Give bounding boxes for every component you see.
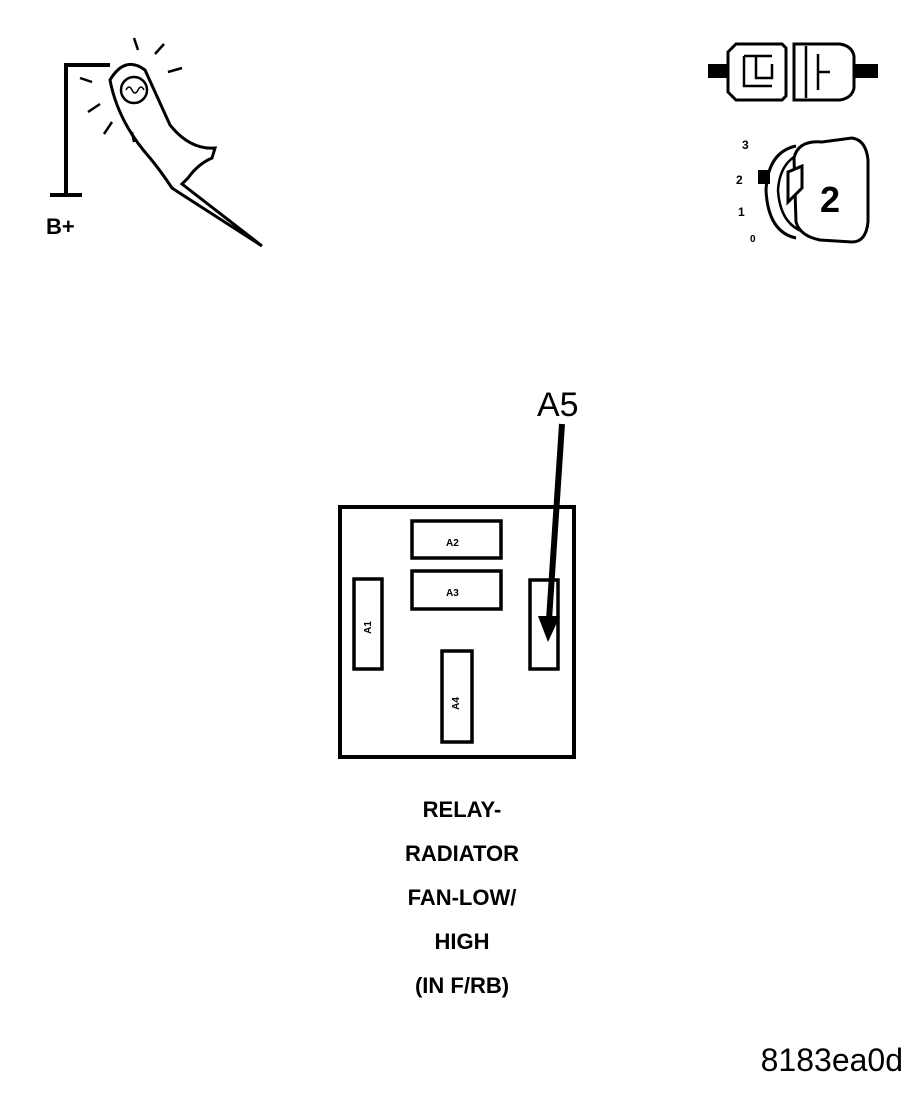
caption-line: (IN F/RB): [414, 973, 510, 998]
cavity-a2: [410, 519, 503, 560]
cavity-a1-label: A1: [362, 621, 374, 634]
ignition-position-0: 0: [750, 234, 756, 245]
ignition-position-2: 2: [736, 173, 743, 187]
cavity-a4: [440, 649, 474, 744]
ignition-selected-position: 2: [820, 179, 841, 220]
b-plus-label: B+: [46, 214, 75, 239]
a5-callout-label: A5: [537, 386, 579, 424]
connector-icon: [708, 42, 878, 102]
ignition-key-icon: [758, 136, 870, 244]
cavity-a2-label: A2: [446, 538, 459, 549]
ignition-position-1: 1: [738, 205, 745, 219]
ignition-position-3: 3: [742, 138, 749, 152]
cavity-a3-label: A3: [446, 588, 459, 599]
relay-caption: RELAY- RADIATOR FAN-LOW/ HIGH (IN F/RB): [312, 788, 612, 1008]
cavity-a4-label: A4: [450, 697, 462, 710]
caption-line: RADIATOR: [404, 841, 520, 866]
caption-line: RELAY-: [422, 797, 502, 822]
caption-line: FAN-LOW/: [407, 885, 517, 910]
figure-id: 8183ea0d: [760, 1042, 903, 1078]
a5-callout-arrow: [538, 423, 565, 642]
cavity-a3: [410, 569, 503, 611]
caption-line: HIGH: [434, 929, 490, 954]
test-light-icon: [50, 37, 263, 248]
cavity-a1: [352, 577, 384, 671]
